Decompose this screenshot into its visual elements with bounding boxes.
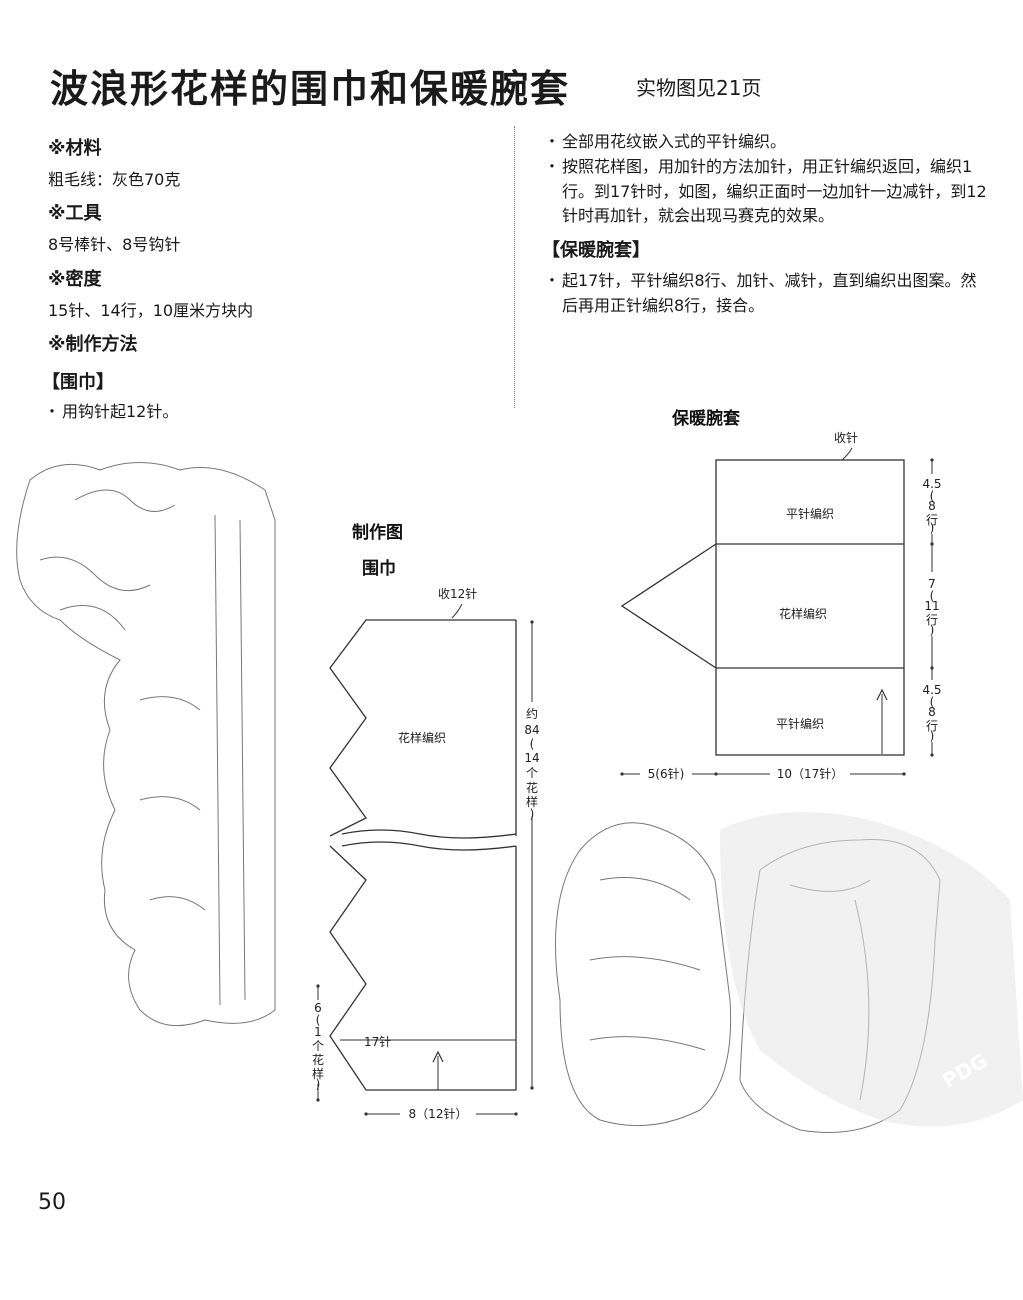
materials-column: ※材料 粗毛线：灰色70克 ※工具 8号棒针、8号钩针 ※密度 15针、14行，… — [42, 130, 488, 423]
warmer-dim3-1: 4.5 — [922, 683, 941, 697]
scarf-diagram-title: 围巾 — [362, 558, 396, 579]
page-number: 50 — [38, 1190, 66, 1215]
warmer-dim3-5: ) — [930, 729, 935, 743]
instruction-1: 全部用花纹嵌入式的平针编织。 — [544, 130, 988, 155]
scarf-repeat-3: 1 — [314, 1025, 322, 1039]
scarf-length-7: 样 — [526, 794, 538, 809]
scarf-repeat-6: 样 — [312, 1066, 324, 1081]
instruction-2: 按照花样图，用加针的方法加针，用正针编织返回，编织1行。到17针时，如图，编织正… — [544, 155, 988, 229]
warmer-dim1-5: ) — [930, 521, 935, 535]
scarf-length-4: 14 — [524, 751, 539, 765]
scarf-repeat-1: 6 — [314, 1001, 322, 1015]
scarf-repeat-7: ) — [316, 1077, 321, 1091]
photo-reference: 实物图见21页 — [636, 76, 762, 100]
scarf-pattern-label: 花样编织 — [398, 730, 446, 745]
density-heading: ※密度 — [48, 268, 102, 290]
warmer-dim1-3: 8 — [928, 499, 936, 513]
method-heading: ※制作方法 — [48, 333, 138, 355]
scarf-step-1: 用钩针起12针。 — [44, 400, 488, 423]
warmer-dim1-2: ( — [930, 489, 935, 503]
scarf-illustration — [16, 462, 276, 1027]
warmer-thumb-width: 5(6针) — [648, 766, 685, 781]
warmer-top-label: 收针 — [834, 430, 858, 445]
scarf-repeat-5: 花 — [312, 1052, 324, 1067]
warmer-section-3: 平针编织 — [776, 716, 824, 731]
tools-text: 8号棒针、8号钩针 — [48, 235, 181, 255]
warmer-dim3-4: 行 — [926, 719, 938, 733]
warmer-dim1-1: 4.5 — [922, 477, 941, 491]
warmer-dim2-5: ) — [930, 623, 935, 637]
materials-heading: ※材料 — [48, 138, 102, 159]
scarf-repeat-2: ( — [316, 1013, 321, 1027]
scarf-length-6: 花 — [526, 780, 538, 795]
tools-heading: ※工具 — [48, 203, 102, 225]
warmer-width: 10（17针） — [777, 766, 844, 781]
warmer-dim3-2: ( — [930, 695, 935, 709]
column-divider — [514, 126, 515, 408]
scarf-length-1: 约 — [526, 706, 538, 721]
warmer-dim3-3: 8 — [928, 705, 936, 719]
warmer-section-1: 平针编织 — [786, 506, 834, 521]
warmer-dim2-1: 7 — [928, 577, 936, 591]
scarf-section-heading: 【围巾】 — [42, 371, 114, 393]
scarf-17-stitch-label: 17针 — [364, 1034, 391, 1049]
warmer-dim2-3: 11 — [924, 599, 939, 613]
instructions-column: 全部用花纹嵌入式的平针编织。 按照花样图，用加针的方法加针，用正针编织返回，编织… — [542, 130, 988, 319]
materials-text: 粗毛线：灰色70克 — [48, 170, 181, 190]
warmer-chart — [620, 459, 905, 756]
diagram-title: 制作图 — [352, 522, 403, 543]
warmer-section-heading: 【保暖腕套】 — [542, 240, 650, 262]
watermark-seal: PDG — [720, 812, 1023, 1127]
scarf-width-label: 8（12针） — [409, 1106, 468, 1121]
scarf-chart — [329, 619, 517, 1091]
scarf-length-3: ( — [530, 737, 535, 751]
warmer-dim2-2: ( — [930, 589, 935, 603]
warmer-diagram-title: 保暖腕套 — [671, 408, 741, 429]
density-text: 15针、14行，10厘米方块内 — [48, 300, 254, 320]
scarf-repeat-4: 个 — [312, 1039, 324, 1053]
instruction-3: 起17针，平针编织8行、加针、减针，直到编织出图案。然后再用正针编织8行，接合。 — [544, 269, 988, 319]
warmer-dim1-4: 行 — [926, 513, 938, 527]
scarf-length-5: 个 — [526, 766, 538, 780]
scarf-top-label: 收12针 — [438, 586, 477, 601]
warmer-dim2-4: 行 — [926, 613, 938, 627]
scarf-length-2: 84 — [524, 723, 539, 737]
warmer-section-2: 花样编织 — [779, 606, 827, 621]
scarf-length-8: ) — [530, 807, 535, 821]
page-title: 波浪形花样的围巾和保暖腕套 — [50, 67, 571, 111]
